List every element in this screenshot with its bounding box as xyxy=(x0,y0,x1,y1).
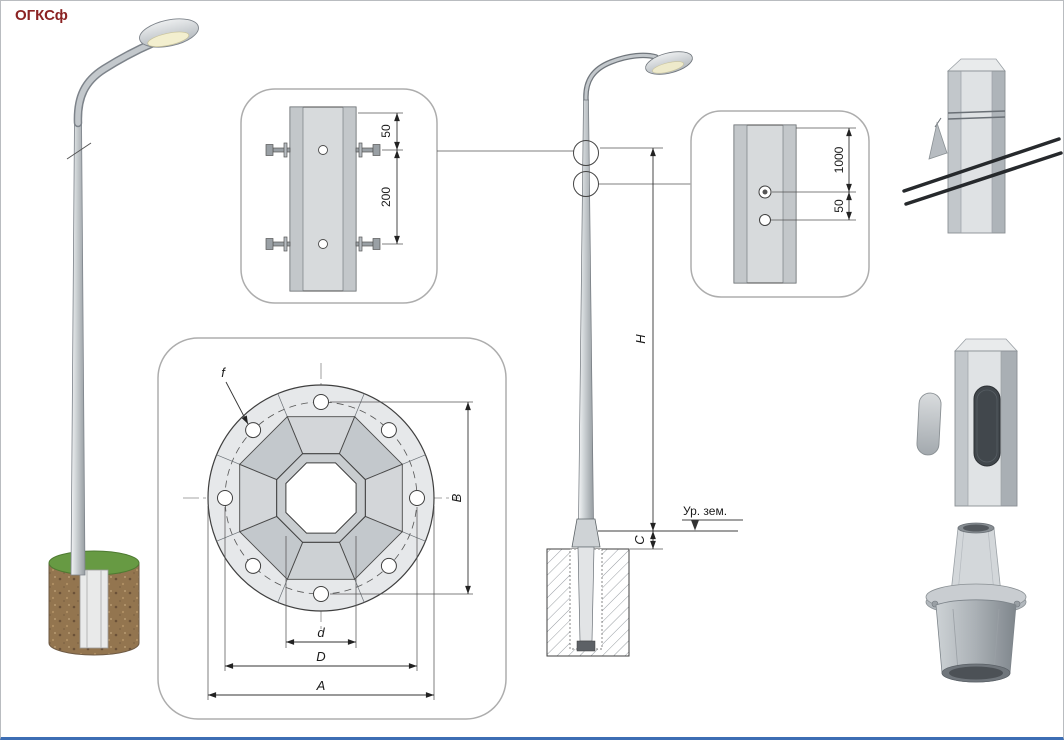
flange-plan-view: f B d D A xyxy=(157,337,507,720)
dim-A: A xyxy=(316,678,326,693)
embedded-pole xyxy=(577,546,595,642)
drawing-title: ОГКСф xyxy=(15,7,68,24)
embed-top-tube xyxy=(950,527,1002,594)
dim-D: D xyxy=(316,649,325,664)
hatch-pole-prism xyxy=(954,350,1018,507)
dim-B: B xyxy=(449,493,464,502)
ground-arrow xyxy=(691,520,699,531)
anchor-rod-1 xyxy=(902,137,1061,193)
pole-prism xyxy=(947,70,1006,234)
bolt-row-lower xyxy=(265,236,381,252)
elevation-lamp-head xyxy=(645,51,693,75)
pole-bottom-plug xyxy=(576,640,596,652)
detail-view-bolts: 50 200 xyxy=(240,88,438,304)
entry-hole xyxy=(759,214,771,226)
callout-circle-upper xyxy=(573,140,599,166)
dim-C: C xyxy=(632,535,647,545)
pole-3d-render xyxy=(48,18,199,656)
hatch-cover-plate xyxy=(916,392,942,456)
gusset-plates xyxy=(238,415,404,581)
elevation-lamp-arm xyxy=(583,52,659,103)
pole-break-mark xyxy=(66,142,92,160)
pole-shaft xyxy=(70,118,86,576)
hatch-pole-top-cap xyxy=(954,338,1018,352)
bolt-row-upper xyxy=(265,142,381,158)
hatch-opening xyxy=(973,385,1001,467)
dim-H: H xyxy=(633,334,648,344)
wedge-clamp xyxy=(928,121,948,160)
dim-50-top: 50 xyxy=(379,124,393,138)
pole-elevation: Ур. зем. H C xyxy=(437,51,743,657)
callout-circle-lower xyxy=(573,171,599,197)
render-hatch-detail xyxy=(916,338,1018,507)
detail-view-cable-entry: 1000 50 xyxy=(690,110,870,298)
dim-200: 200 xyxy=(379,187,393,207)
flange-bolt-holes xyxy=(217,394,425,602)
lamp-head xyxy=(139,18,199,48)
elevation-pole-shaft xyxy=(578,99,594,524)
ground-level-label: Ур. зем. xyxy=(683,504,727,518)
dim-50-right: 50 xyxy=(832,199,846,213)
pole-base-flare xyxy=(571,518,601,548)
dim-d: d xyxy=(317,625,325,640)
pole-top-cap xyxy=(946,58,1006,72)
render-clamp-detail xyxy=(902,58,1063,234)
band-clamp xyxy=(947,110,1006,114)
dim-f: f xyxy=(221,365,226,380)
anchor-rod-2 xyxy=(904,151,1063,206)
foundation-slot xyxy=(79,569,109,649)
dim-1000: 1000 xyxy=(832,146,846,173)
pole-inner-octagon xyxy=(285,462,357,534)
render-foundation-part xyxy=(925,522,1027,683)
